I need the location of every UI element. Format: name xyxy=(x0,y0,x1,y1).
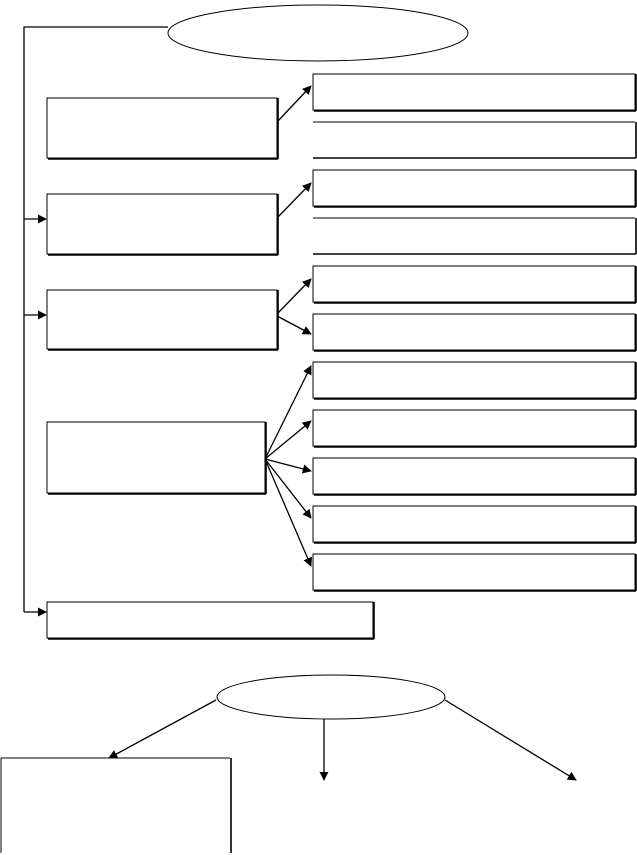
category-1-item-1-box xyxy=(312,73,637,112)
arrow-category-4-to-item-1 xyxy=(264,365,312,460)
category-4-item-2-box xyxy=(312,409,637,448)
category-2-box xyxy=(46,193,279,256)
category-2-item-2-box xyxy=(313,217,637,255)
second-left-box xyxy=(0,757,232,853)
arrow-category-4-to-item-3 xyxy=(264,458,312,474)
arrow-category-3-to-item-1 xyxy=(276,278,312,315)
arrow-category-2-to-item-1 xyxy=(276,182,312,219)
top-ellipse-node xyxy=(167,4,469,62)
arrow-category-3-to-item-2 xyxy=(276,315,312,335)
arrow-second-ellipse-to-left-box xyxy=(108,699,217,759)
category-3-box xyxy=(46,289,279,351)
category-4-item-4-box xyxy=(312,505,637,544)
second-ellipse-node xyxy=(216,674,446,720)
category-4-item-1-box xyxy=(312,361,637,400)
category-4-box xyxy=(46,421,267,495)
arrow-category-4-to-item-2 xyxy=(264,420,312,460)
category-1-item-2-box xyxy=(313,121,637,159)
category-2-item-1-box xyxy=(312,169,637,208)
spine-connector xyxy=(23,26,168,612)
category-1-box xyxy=(46,97,279,160)
arrow-category-4-to-item-4 xyxy=(264,458,312,519)
arrow-second-ellipse-right xyxy=(444,699,577,781)
arrow-category-4-to-item-5 xyxy=(264,458,312,567)
category-3-item-1-box xyxy=(312,265,637,304)
category-4-item-5-box xyxy=(312,553,637,592)
arrow-category-1-to-item-1 xyxy=(276,85,312,123)
category-4-item-3-box xyxy=(312,457,637,496)
category-3-item-2-box xyxy=(312,313,637,352)
bottom-wide-box xyxy=(46,601,375,640)
